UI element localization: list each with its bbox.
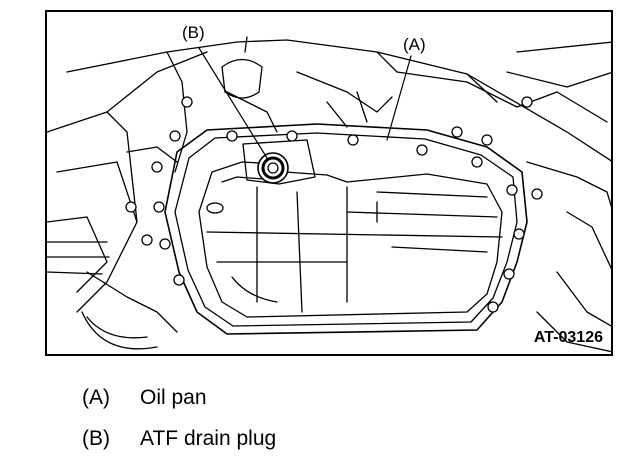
leader-line-b	[198, 47, 268, 159]
legend-description: Oil pan	[140, 386, 207, 409]
callout-label-b: (B)	[182, 23, 205, 42]
oil-pan-illustration	[47, 36, 611, 353]
oil-pan	[164, 123, 528, 335]
atf-drain-plug	[257, 152, 289, 184]
figure-id: AT-03126	[533, 329, 603, 346]
legend-key: (B)	[82, 427, 110, 450]
leader-line-a	[386, 55, 412, 141]
leader-lines	[198, 47, 412, 159]
transmission-housing	[47, 36, 611, 353]
callout-label-a: (A)	[403, 35, 426, 54]
legend-key: (A)	[82, 386, 110, 409]
flange-bolts	[125, 96, 543, 313]
legend-description: ATF drain plug	[140, 427, 277, 450]
diagram-frame: (B) (A) AT-03126	[45, 10, 613, 356]
